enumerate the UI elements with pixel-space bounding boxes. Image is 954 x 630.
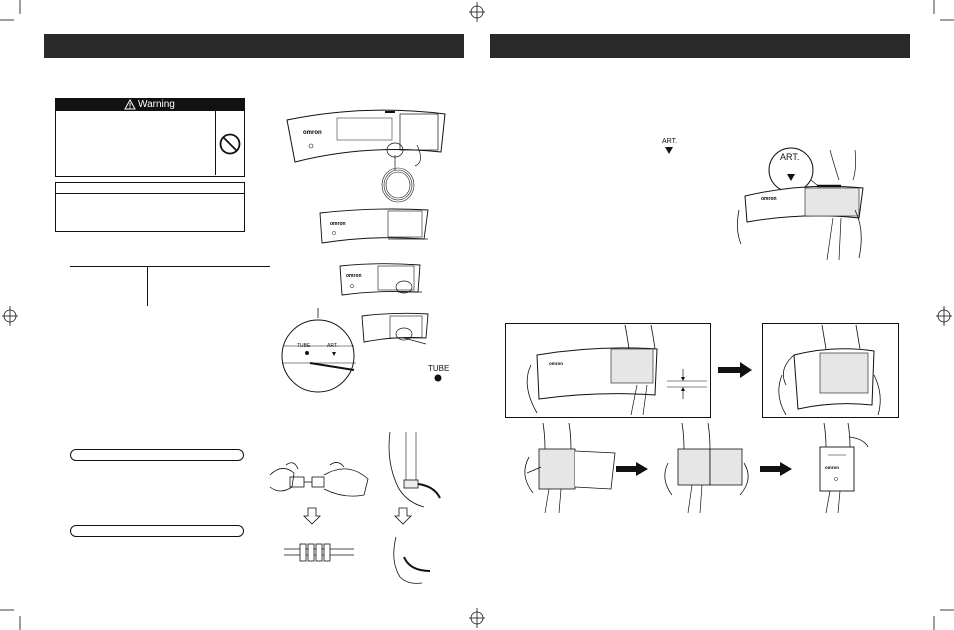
magnifier-tube-label: TUBE bbox=[297, 343, 311, 349]
svg-text:omron: omron bbox=[549, 361, 563, 366]
svg-text:omron: omron bbox=[346, 273, 362, 279]
down-arrow-icon bbox=[394, 507, 412, 525]
section-label-box-1 bbox=[70, 449, 244, 461]
svg-text:omron: omron bbox=[303, 130, 322, 136]
right-arrow-icon bbox=[616, 462, 648, 476]
warning-icon-column-bar bbox=[216, 98, 244, 111]
art-arrow-icon bbox=[665, 147, 673, 154]
svg-text:omron: omron bbox=[330, 221, 346, 227]
svg-text:omron: omron bbox=[825, 465, 839, 470]
cuff-wrap-illustration bbox=[778, 324, 881, 416]
cuff-on-arm-art-illustration: omron bbox=[737, 147, 864, 261]
cuff-gap-illustration: omron bbox=[526, 324, 707, 416]
cuff-wrap-panel bbox=[762, 323, 899, 418]
prohibition-icon bbox=[219, 133, 241, 155]
down-arrow-icon bbox=[303, 507, 321, 525]
arm-wrap-step-3: omron bbox=[819, 422, 869, 514]
table-top-rule bbox=[70, 266, 270, 267]
cuff-illustration-rolled-1: omron bbox=[319, 208, 429, 244]
arm-wrap-step-2 bbox=[664, 422, 749, 514]
table-column-rule bbox=[147, 266, 148, 306]
warning-column-divider bbox=[215, 111, 216, 175]
cuff-illustration-large: omron bbox=[286, 109, 446, 203]
connector-twist-illustration bbox=[269, 462, 369, 497]
right-arrow-icon bbox=[718, 362, 752, 378]
filled-circle-icon bbox=[434, 374, 442, 382]
art-marker-label: ART. bbox=[662, 138, 678, 145]
cuff-illustration-rolled-3 bbox=[361, 312, 429, 345]
art-zoom-label: ART. bbox=[780, 152, 800, 162]
cuff-gap-panel bbox=[505, 323, 711, 418]
arm-wrap-step-1 bbox=[524, 422, 616, 514]
cuff-illustration-rolled-2: omron bbox=[339, 263, 422, 296]
warning-title-bar bbox=[55, 98, 216, 111]
section-label-box-2 bbox=[70, 525, 244, 537]
tube-art-magnifier bbox=[281, 308, 356, 393]
right-header-bar bbox=[490, 34, 910, 58]
connector-leg-illustration bbox=[388, 431, 441, 508]
warning-triangle-icon bbox=[124, 98, 136, 110]
tube-label: TUBE bbox=[428, 364, 450, 373]
left-header-bar bbox=[44, 34, 464, 58]
connector-joined-illustration bbox=[284, 543, 354, 562]
warning-title: Warning bbox=[138, 99, 175, 110]
right-arrow-icon bbox=[760, 462, 792, 476]
connector-leg-joined-illustration bbox=[393, 536, 431, 584]
caution-title-divider bbox=[55, 193, 244, 194]
magnifier-art-label: ART. bbox=[327, 343, 338, 349]
svg-text:omron: omron bbox=[761, 196, 777, 202]
caution-box bbox=[55, 182, 245, 232]
